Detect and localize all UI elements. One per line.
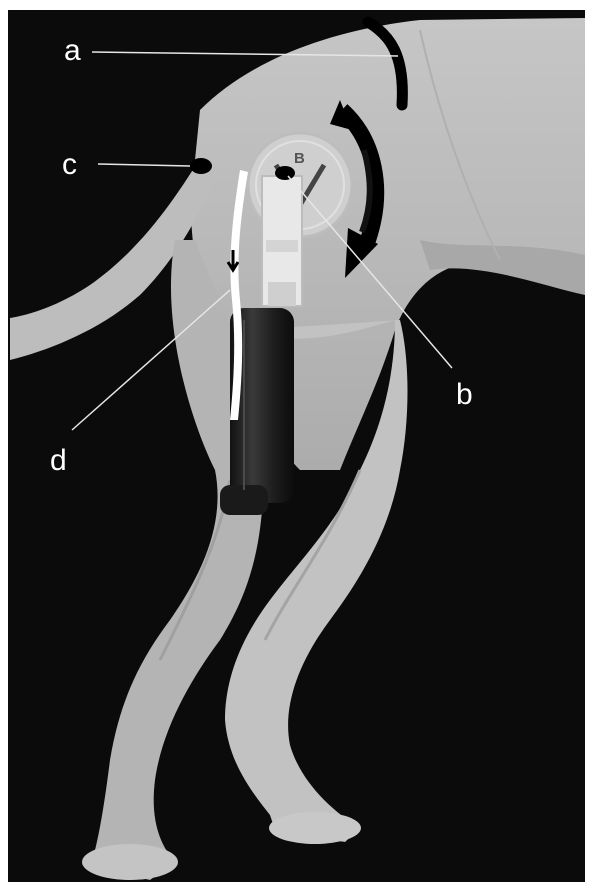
label-a: a: [64, 36, 81, 66]
label-c: c: [62, 150, 77, 180]
label-b: b: [456, 380, 473, 410]
marker-b-spot: [275, 166, 295, 180]
marker-c-spot: [190, 158, 212, 174]
label-d: d: [50, 446, 67, 476]
dial-letter-b: B: [294, 150, 305, 167]
dog-paw-right: [269, 812, 361, 844]
dog-paw-left: [82, 844, 178, 880]
